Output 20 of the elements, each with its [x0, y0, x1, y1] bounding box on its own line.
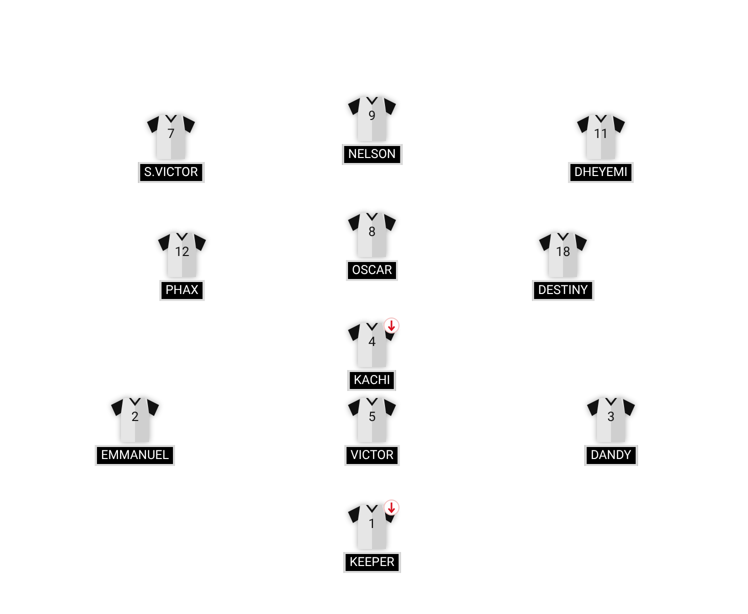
jersey: 18 — [537, 231, 589, 279]
jersey: 12 — [156, 231, 208, 279]
jersey: 7 — [145, 113, 197, 161]
player-name-label: EMMANUEL — [94, 445, 176, 466]
jersey: 9 — [346, 95, 398, 143]
player-name-label: DESTINY — [532, 280, 594, 301]
player-name-label: DHEYEMI — [568, 162, 634, 183]
jersey: 2 — [109, 396, 161, 444]
jersey: 3 — [585, 396, 637, 444]
jersey: 5 — [346, 396, 398, 444]
player-name-label: DANDY — [584, 445, 638, 466]
jersey: 8 — [346, 211, 398, 259]
player-name-label: VICTOR — [344, 445, 400, 466]
jersey: 11 — [575, 113, 627, 161]
player-name-label: NELSON — [342, 144, 402, 165]
player-name-label: KEEPER — [344, 552, 400, 573]
player-name-label: S.VICTOR — [138, 162, 204, 183]
player-name-label: OSCAR — [346, 260, 398, 281]
player-name-label: PHAX — [160, 280, 204, 301]
player-name-label: KACHI — [348, 370, 396, 391]
